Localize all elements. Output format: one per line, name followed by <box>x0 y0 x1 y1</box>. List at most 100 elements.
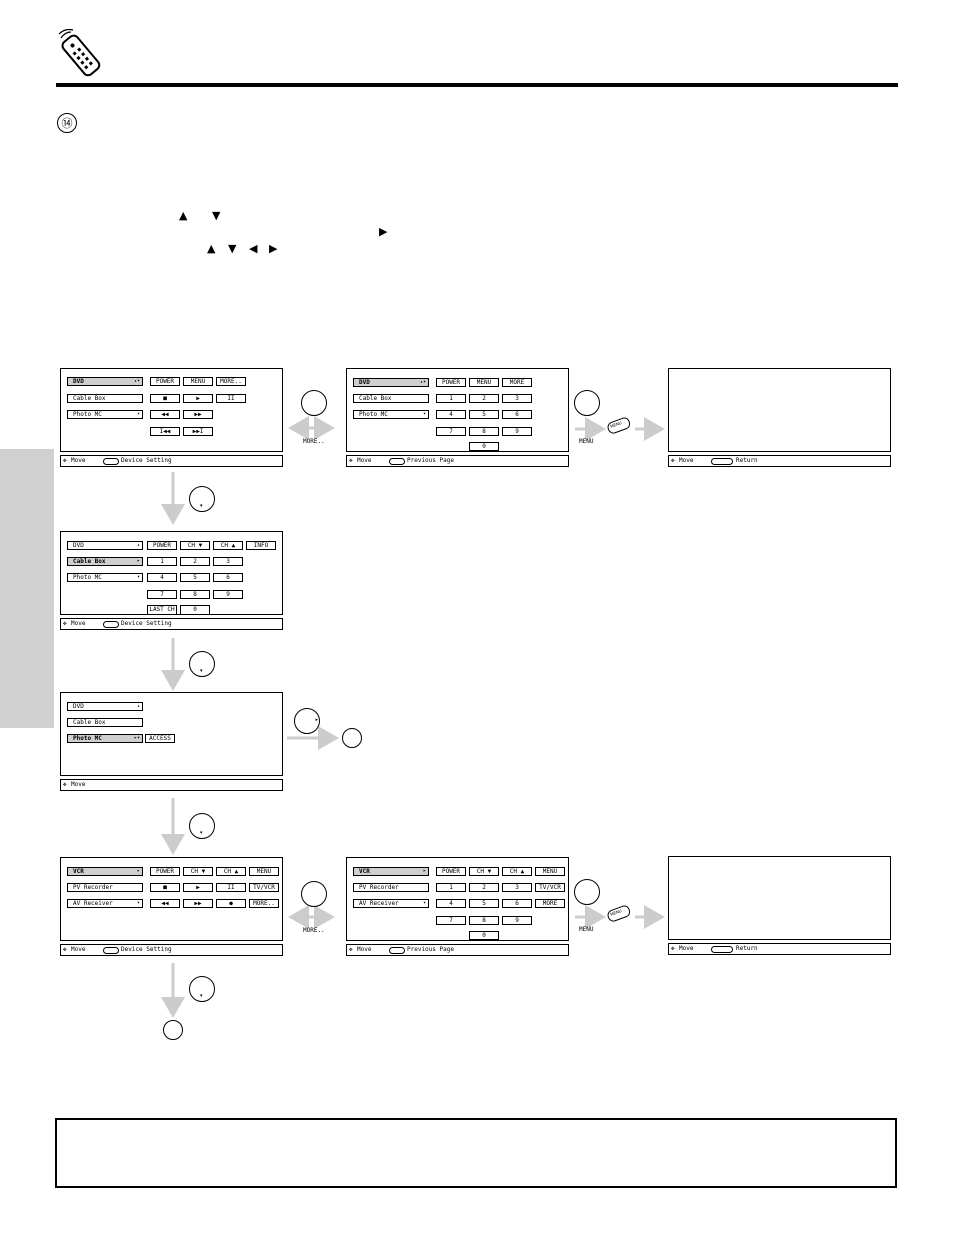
digit-3-button[interactable]: 3 <box>213 557 243 566</box>
status-bar: ✥ Move Previous Page <box>346 455 569 467</box>
device-vcr[interactable]: VCR▸ <box>353 867 429 876</box>
device-dvd[interactable]: DVD▴▾ <box>353 378 429 387</box>
channel-down-button[interactable]: CH ▼ <box>183 867 213 876</box>
menu-button[interactable]: MENU <box>469 378 499 387</box>
channel-down-button[interactable]: CH ▼ <box>180 541 210 550</box>
digit-3-button[interactable]: 3 <box>502 883 532 892</box>
channel-up-button[interactable]: CH ▲ <box>502 867 532 876</box>
menu-button[interactable]: MENU <box>535 867 565 876</box>
channel-up-button[interactable]: CH ▲ <box>216 867 246 876</box>
dvd-screen-page1: DVD▴▾ Cable Box Photo MC▾ POWER MENU MOR… <box>60 368 283 452</box>
button-circle <box>574 390 600 416</box>
channel-down-button[interactable]: CH ▼ <box>469 867 499 876</box>
info-button[interactable]: INFO <box>246 541 276 550</box>
down-arrow-icon: ▼ <box>212 209 221 222</box>
device-av-receiver[interactable]: AV Receiver▾ <box>353 899 429 908</box>
record-button[interactable]: ● <box>216 899 246 908</box>
move-icon: ✥ <box>63 781 67 788</box>
move-icon: ✥ <box>63 946 67 953</box>
menu-button[interactable]: MENU <box>249 867 279 876</box>
digit-8-button[interactable]: 8 <box>469 916 499 925</box>
device-dvd[interactable]: DVD▴ <box>67 702 143 711</box>
digit-4-button[interactable]: 4 <box>436 410 466 419</box>
digit-7-button[interactable]: 7 <box>147 590 177 599</box>
device-cable-box[interactable]: Cable Box <box>67 394 143 403</box>
digit-6-button[interactable]: 6 <box>502 410 532 419</box>
menu-button[interactable]: MENU <box>183 377 213 386</box>
digit-8-button[interactable]: 8 <box>469 427 499 436</box>
stop-button[interactable]: ■ <box>150 883 180 892</box>
button-icon <box>103 947 119 954</box>
power-button[interactable]: POWER <box>147 541 177 550</box>
device-vcr[interactable]: VCR▸ <box>67 867 143 876</box>
dvd-screen-page2: DVD▴▾ Cable Box Photo MC▾ POWER MENU MOR… <box>346 368 569 452</box>
access-button[interactable]: ACCESS <box>145 734 175 743</box>
more-button[interactable]: MORE.. <box>216 377 246 386</box>
rewind-button[interactable]: ◀◀ <box>150 410 180 419</box>
down-button-circle: ▾ <box>189 486 215 512</box>
digit-0-button[interactable]: 0 <box>469 931 499 940</box>
device-pv-recorder[interactable]: PV Recorder <box>353 883 429 892</box>
device-cable-box[interactable]: Cable Box▸ <box>67 557 143 566</box>
pause-button[interactable]: II <box>216 883 246 892</box>
digit-2-button[interactable]: 2 <box>469 394 499 403</box>
digit-9-button[interactable]: 9 <box>213 590 243 599</box>
fast-forward-button[interactable]: ▶▶ <box>183 410 213 419</box>
stop-button[interactable]: ■ <box>150 394 180 403</box>
device-cable-box[interactable]: Cable Box <box>67 718 143 727</box>
digit-1-button[interactable]: 1 <box>147 557 177 566</box>
power-button[interactable]: POWER <box>436 378 466 387</box>
digit-6-button[interactable]: 6 <box>502 899 532 908</box>
vcr-screen-page1: VCR▸ PV Recorder AV Receiver▾ POWER CH ▼… <box>60 857 283 941</box>
digit-4-button[interactable]: 4 <box>436 899 466 908</box>
channel-up-button[interactable]: CH ▲ <box>213 541 243 550</box>
digit-5-button[interactable]: 5 <box>180 573 210 582</box>
device-dvd[interactable]: DVD▴▾ <box>67 377 143 386</box>
skip-back-button[interactable]: I◀◀ <box>150 427 180 436</box>
move-label: Move <box>679 457 694 464</box>
digit-5-button[interactable]: 5 <box>469 899 499 908</box>
device-photo-mc[interactable]: Photo MC▾ <box>353 410 429 419</box>
reference-circle <box>342 728 362 748</box>
more-button[interactable]: MORE.. <box>249 899 279 908</box>
digit-0-button[interactable]: 0 <box>180 605 210 614</box>
device-cable-box[interactable]: Cable Box <box>353 394 429 403</box>
play-button[interactable]: ▶ <box>183 883 213 892</box>
power-button[interactable]: POWER <box>150 377 180 386</box>
digit-1-button[interactable]: 1 <box>436 394 466 403</box>
digit-5-button[interactable]: 5 <box>469 410 499 419</box>
digit-0-button[interactable]: 0 <box>469 442 499 451</box>
last-channel-button[interactable]: LAST CH <box>147 605 177 614</box>
digit-7-button[interactable]: 7 <box>436 427 466 436</box>
tv-vcr-button[interactable]: TV/VCR <box>535 883 565 892</box>
menu-screen <box>668 368 891 452</box>
tv-vcr-button[interactable]: TV/VCR <box>249 883 279 892</box>
rewind-button[interactable]: ◀◀ <box>150 899 180 908</box>
device-photo-mc[interactable]: Photo MC▾ <box>67 410 143 419</box>
device-pv-recorder[interactable]: PV Recorder <box>67 883 143 892</box>
digit-9-button[interactable]: 9 <box>502 427 532 436</box>
skip-forward-button[interactable]: ▶▶I <box>183 427 213 436</box>
fast-forward-button[interactable]: ▶▶ <box>183 899 213 908</box>
more-button[interactable]: MORE <box>502 378 532 387</box>
digit-9-button[interactable]: 9 <box>502 916 532 925</box>
device-dvd[interactable]: DVD▴ <box>67 541 143 550</box>
digit-2-button[interactable]: 2 <box>180 557 210 566</box>
play-button[interactable]: ▶ <box>183 394 213 403</box>
digit-7-button[interactable]: 7 <box>436 916 466 925</box>
step-number: ⑭ <box>57 113 77 133</box>
pause-button[interactable]: II <box>216 394 246 403</box>
digit-3-button[interactable]: 3 <box>502 394 532 403</box>
more-button[interactable]: MORE <box>535 899 565 908</box>
digit-1-button[interactable]: 1 <box>436 883 466 892</box>
power-button[interactable]: POWER <box>150 867 180 876</box>
digit-8-button[interactable]: 8 <box>180 590 210 599</box>
digit-4-button[interactable]: 4 <box>147 573 177 582</box>
power-button[interactable]: POWER <box>436 867 466 876</box>
right-arrow-icon: ▶ <box>379 225 388 238</box>
device-photo-mc[interactable]: Photo MC▸▾ <box>67 734 143 743</box>
digit-6-button[interactable]: 6 <box>213 573 243 582</box>
digit-2-button[interactable]: 2 <box>469 883 499 892</box>
device-av-receiver[interactable]: AV Receiver▾ <box>67 899 143 908</box>
device-photo-mc[interactable]: Photo MC▾ <box>67 573 143 582</box>
